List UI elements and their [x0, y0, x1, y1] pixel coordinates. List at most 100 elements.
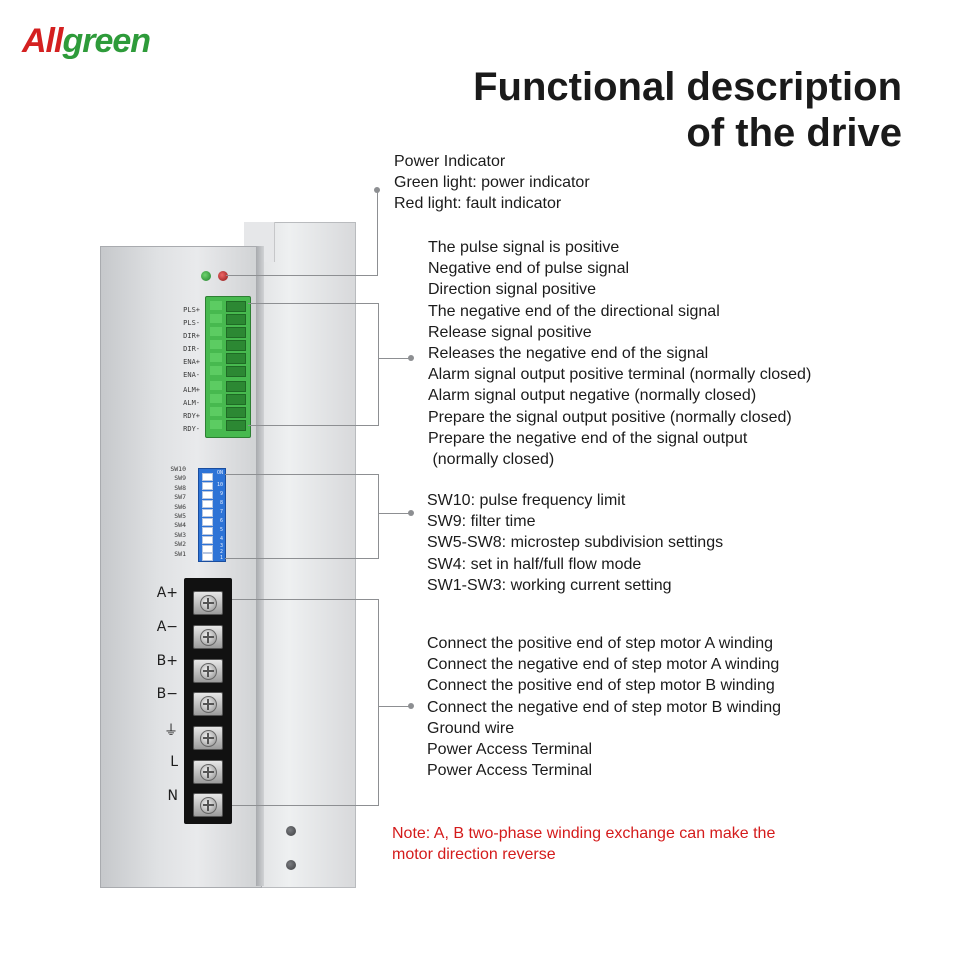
page-title: Functional description of the drive	[382, 64, 902, 156]
description-line: Alarm signal output positive terminal (n…	[428, 366, 812, 384]
dip-switch-key-5[interactable]	[202, 518, 213, 526]
description-line: SW4: set in half/full flow mode	[427, 555, 642, 573]
signal-label: ENA+	[183, 358, 200, 366]
description-line: Power Indicator	[394, 153, 506, 170]
terminal-screw-icon[interactable]	[193, 692, 223, 716]
dip-switch-key-1[interactable]	[202, 553, 213, 561]
description-line: Red light: fault indicator	[394, 195, 562, 213]
leader-dot-power	[374, 187, 380, 193]
terminal-screw-icon[interactable]	[193, 659, 223, 683]
dip-switch-key-3[interactable]	[202, 536, 213, 544]
mounting-hole-icon	[286, 860, 296, 870]
dip-label: SW5	[174, 512, 186, 520]
description-line: Connect the negative end of step motor B…	[427, 698, 781, 716]
leader-line-signals	[378, 358, 410, 359]
signal-label: RDY-	[183, 425, 200, 433]
dip-label: SW3	[174, 530, 186, 539]
signal-terminal-slot[interactable]	[226, 366, 246, 377]
dip-switch-key-9[interactable]	[202, 482, 213, 490]
terminal-screw-icon[interactable]	[193, 760, 223, 784]
signal-terminal-block	[205, 296, 251, 438]
description-line: Prepare the signal output positive (norm…	[428, 408, 792, 426]
leader-line-power-vertical	[377, 190, 378, 276]
description-line: Negative end of pulse signal	[428, 260, 630, 278]
signal-terminal-slot[interactable]	[226, 420, 246, 431]
brand-logo-part-all: All	[22, 22, 63, 60]
dip-switch: ON 10 9 8 7 6 5 4 3 2 1	[198, 468, 226, 562]
dip-number: 6	[219, 518, 223, 524]
dip-label: SW2	[174, 540, 186, 549]
mounting-hole-icon	[286, 826, 296, 836]
signal-terminal-slot[interactable]	[226, 381, 246, 392]
signal-label: ALM+	[183, 386, 200, 394]
dip-number: 7	[219, 509, 223, 515]
leader-line-switches	[378, 513, 410, 514]
brand-logo: Allgreen	[22, 22, 151, 60]
signal-label: ENA-	[183, 371, 200, 379]
signal-terminal-slot[interactable]	[226, 394, 246, 405]
terminal-screw-icon[interactable]	[193, 625, 223, 649]
description-line: SW10: pulse frequency limit	[427, 492, 626, 509]
terminal-screw-icon[interactable]	[193, 793, 223, 817]
signal-label: DIR-	[183, 345, 200, 353]
description-line: Direction signal positive	[428, 281, 597, 299]
dip-switch-key-2[interactable]	[202, 545, 213, 553]
signal-terminal-slot[interactable]	[226, 353, 246, 364]
signal-label: PLS-	[183, 319, 200, 327]
dip-number: 5	[219, 527, 223, 533]
terminal-label-l: L	[170, 754, 178, 770]
power-terminal-block	[184, 578, 232, 824]
fault-led-icon	[218, 271, 228, 281]
leader-line-terminals	[378, 706, 410, 707]
leader-dot-switches	[408, 510, 414, 516]
terminal-screw-icon[interactable]	[193, 591, 223, 615]
dip-label: SW7	[174, 493, 186, 502]
description-line: SW1-SW3: working current setting	[427, 576, 672, 594]
dip-switch-key-7[interactable]	[202, 500, 213, 508]
dip-switch-key-4[interactable]	[202, 527, 213, 535]
terminal-label-b-minus: B−	[156, 686, 178, 702]
switch-description-list: SW10: pulse frequency limit SW9: filter …	[427, 490, 723, 596]
leader-bracket-signals	[248, 303, 379, 426]
dip-number: 2	[219, 549, 223, 555]
dip-label: SW8	[174, 483, 186, 492]
terminal-label-a-minus: A−	[156, 619, 178, 635]
signal-terminal-slot[interactable]	[226, 407, 246, 418]
direction-note: Note: A, B two-phase winding exchange ca…	[392, 823, 775, 865]
dip-label: SW4	[174, 521, 186, 530]
signal-label: ALM-	[183, 399, 200, 407]
signal-terminal-slot[interactable]	[226, 340, 246, 351]
signal-terminal-slot[interactable]	[226, 327, 246, 338]
description-line: The negative end of the directional sign…	[428, 302, 720, 320]
dip-label: SW10	[170, 465, 186, 473]
description-line: Prepare the negative end of the signal o…	[428, 429, 748, 447]
leader-bracket-terminals	[232, 599, 379, 806]
terminal-screw-icon[interactable]	[193, 726, 223, 750]
power-led-icon	[201, 271, 211, 281]
signal-label: DIR+	[183, 332, 200, 340]
description-line: SW9: filter time	[427, 513, 536, 531]
title-line-1: Functional description	[473, 65, 902, 109]
dip-label: SW9	[174, 474, 186, 483]
dip-switch-key-10[interactable]	[202, 473, 213, 481]
description-line: The pulse signal is positive	[428, 239, 620, 256]
dip-switch-key-6[interactable]	[202, 509, 213, 517]
terminal-label-a-plus: A+	[156, 585, 178, 601]
dip-number: 10	[216, 482, 223, 488]
dip-number: 8	[219, 500, 223, 506]
ground-icon: ⏚	[164, 723, 178, 739]
dip-number: 4	[219, 536, 223, 542]
signal-terminal-slot[interactable]	[226, 301, 246, 312]
dip-number: 3	[219, 543, 223, 549]
dip-label: SW6	[174, 502, 186, 511]
leader-dot-terminals	[408, 703, 414, 709]
signal-terminal-slot[interactable]	[226, 314, 246, 325]
description-line: Ground wire	[427, 719, 515, 737]
description-line: Connect the positive end of step motor A…	[427, 635, 773, 652]
dip-switch-key-8[interactable]	[202, 491, 213, 499]
description-line: Connect the positive end of step motor B…	[427, 677, 775, 695]
leader-line-power	[226, 275, 378, 276]
power-indicator-description: Power Indicator Green light: power indic…	[394, 151, 590, 215]
leader-bracket-switches	[225, 474, 379, 559]
dip-number: 9	[219, 491, 223, 497]
